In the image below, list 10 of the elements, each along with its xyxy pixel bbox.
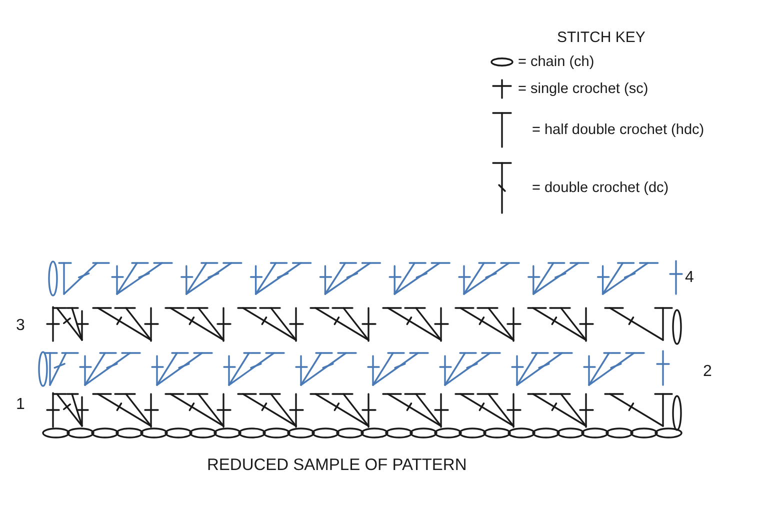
legend-label: = single crochet (sc) — [518, 80, 648, 98]
row-number: 1 — [16, 396, 25, 414]
legend-label: = double crochet (dc) — [532, 179, 669, 197]
legend-label: = chain (ch) — [518, 53, 594, 71]
row-number: 4 — [685, 269, 694, 287]
legend-label: = half double crochet (hdc) — [532, 121, 704, 139]
row-number: 3 — [16, 317, 25, 335]
chart-caption: REDUCED SAMPLE OF PATTERN — [207, 456, 467, 474]
legend-title: STITCH KEY — [557, 29, 646, 47]
row-number: 2 — [703, 363, 712, 381]
